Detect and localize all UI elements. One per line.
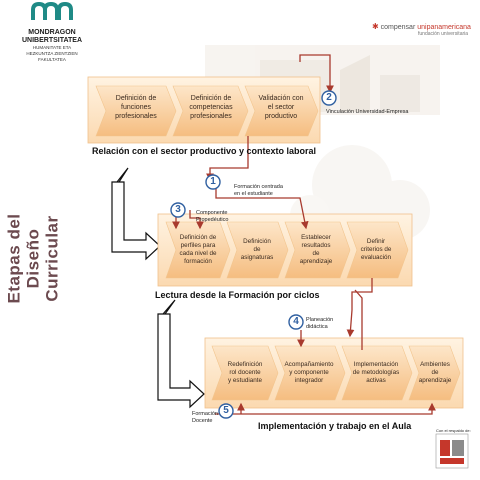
marker-1-number: 1 [210,176,216,187]
unipanamericana-logo: ✱ compensar unipanamericana fundación un… [372,22,480,37]
stage-3-caption: Implementación y trabajo en el Aula [258,421,412,431]
stage-2-steps [165,221,409,279]
side-title: Etapas del Diseño Curricular [5,184,62,334]
side-title-line2: Diseño Curricular [23,215,62,302]
marker-5-circle [218,403,234,419]
stage-1-steps [95,85,319,137]
logo-name: unipanamericana [417,24,471,31]
marker-1-circle [205,174,221,190]
stage-2-caption: Lectura desde la Formación por ciclos [155,290,320,300]
marker-4-number: 4 [293,316,299,327]
connectors [172,54,436,415]
footer-badge-logos [435,433,469,469]
marker-3-circle [170,202,186,218]
marker-3-number: 3 [175,204,181,215]
marker-5-number: 5 [223,405,229,416]
compensar-icon: ✱ [372,22,379,31]
logo-name-line2: UNIBERTSITATEA [21,37,83,44]
side-title-line1: Etapas del [4,213,24,304]
marker-2-label: Vinculación Universidad-Empresa [326,109,409,115]
mondragon-logo: MONDRAGON UNIBERTSITATEA HUMANITATE ETA … [18,1,86,63]
marker-4-circle [288,314,304,330]
logo-sub-line3: FAKULTATEA [38,57,66,62]
stage-1-caption: Relación con el sector productivo y cont… [92,146,317,156]
marker-circles [170,90,337,419]
stage-3-steps [211,345,461,401]
footer-badge-label: Con el respaldo de: [436,428,471,433]
mondragon-logo-icon [31,1,73,20]
logo-prefix: compensar [380,24,416,31]
marker-2-circle [321,90,337,106]
logo-name-line1: MONDRAGON [28,29,76,36]
logo-sub-line1: HUMANITATE ETA [32,45,72,50]
flow-arrows-left [111,167,205,409]
logo-sub-line2: HEZKUNTZA ZIENTZIEN [26,51,78,56]
logo-sub: fundación universitaria [418,31,469,37]
marker-2-number: 2 [326,92,332,103]
